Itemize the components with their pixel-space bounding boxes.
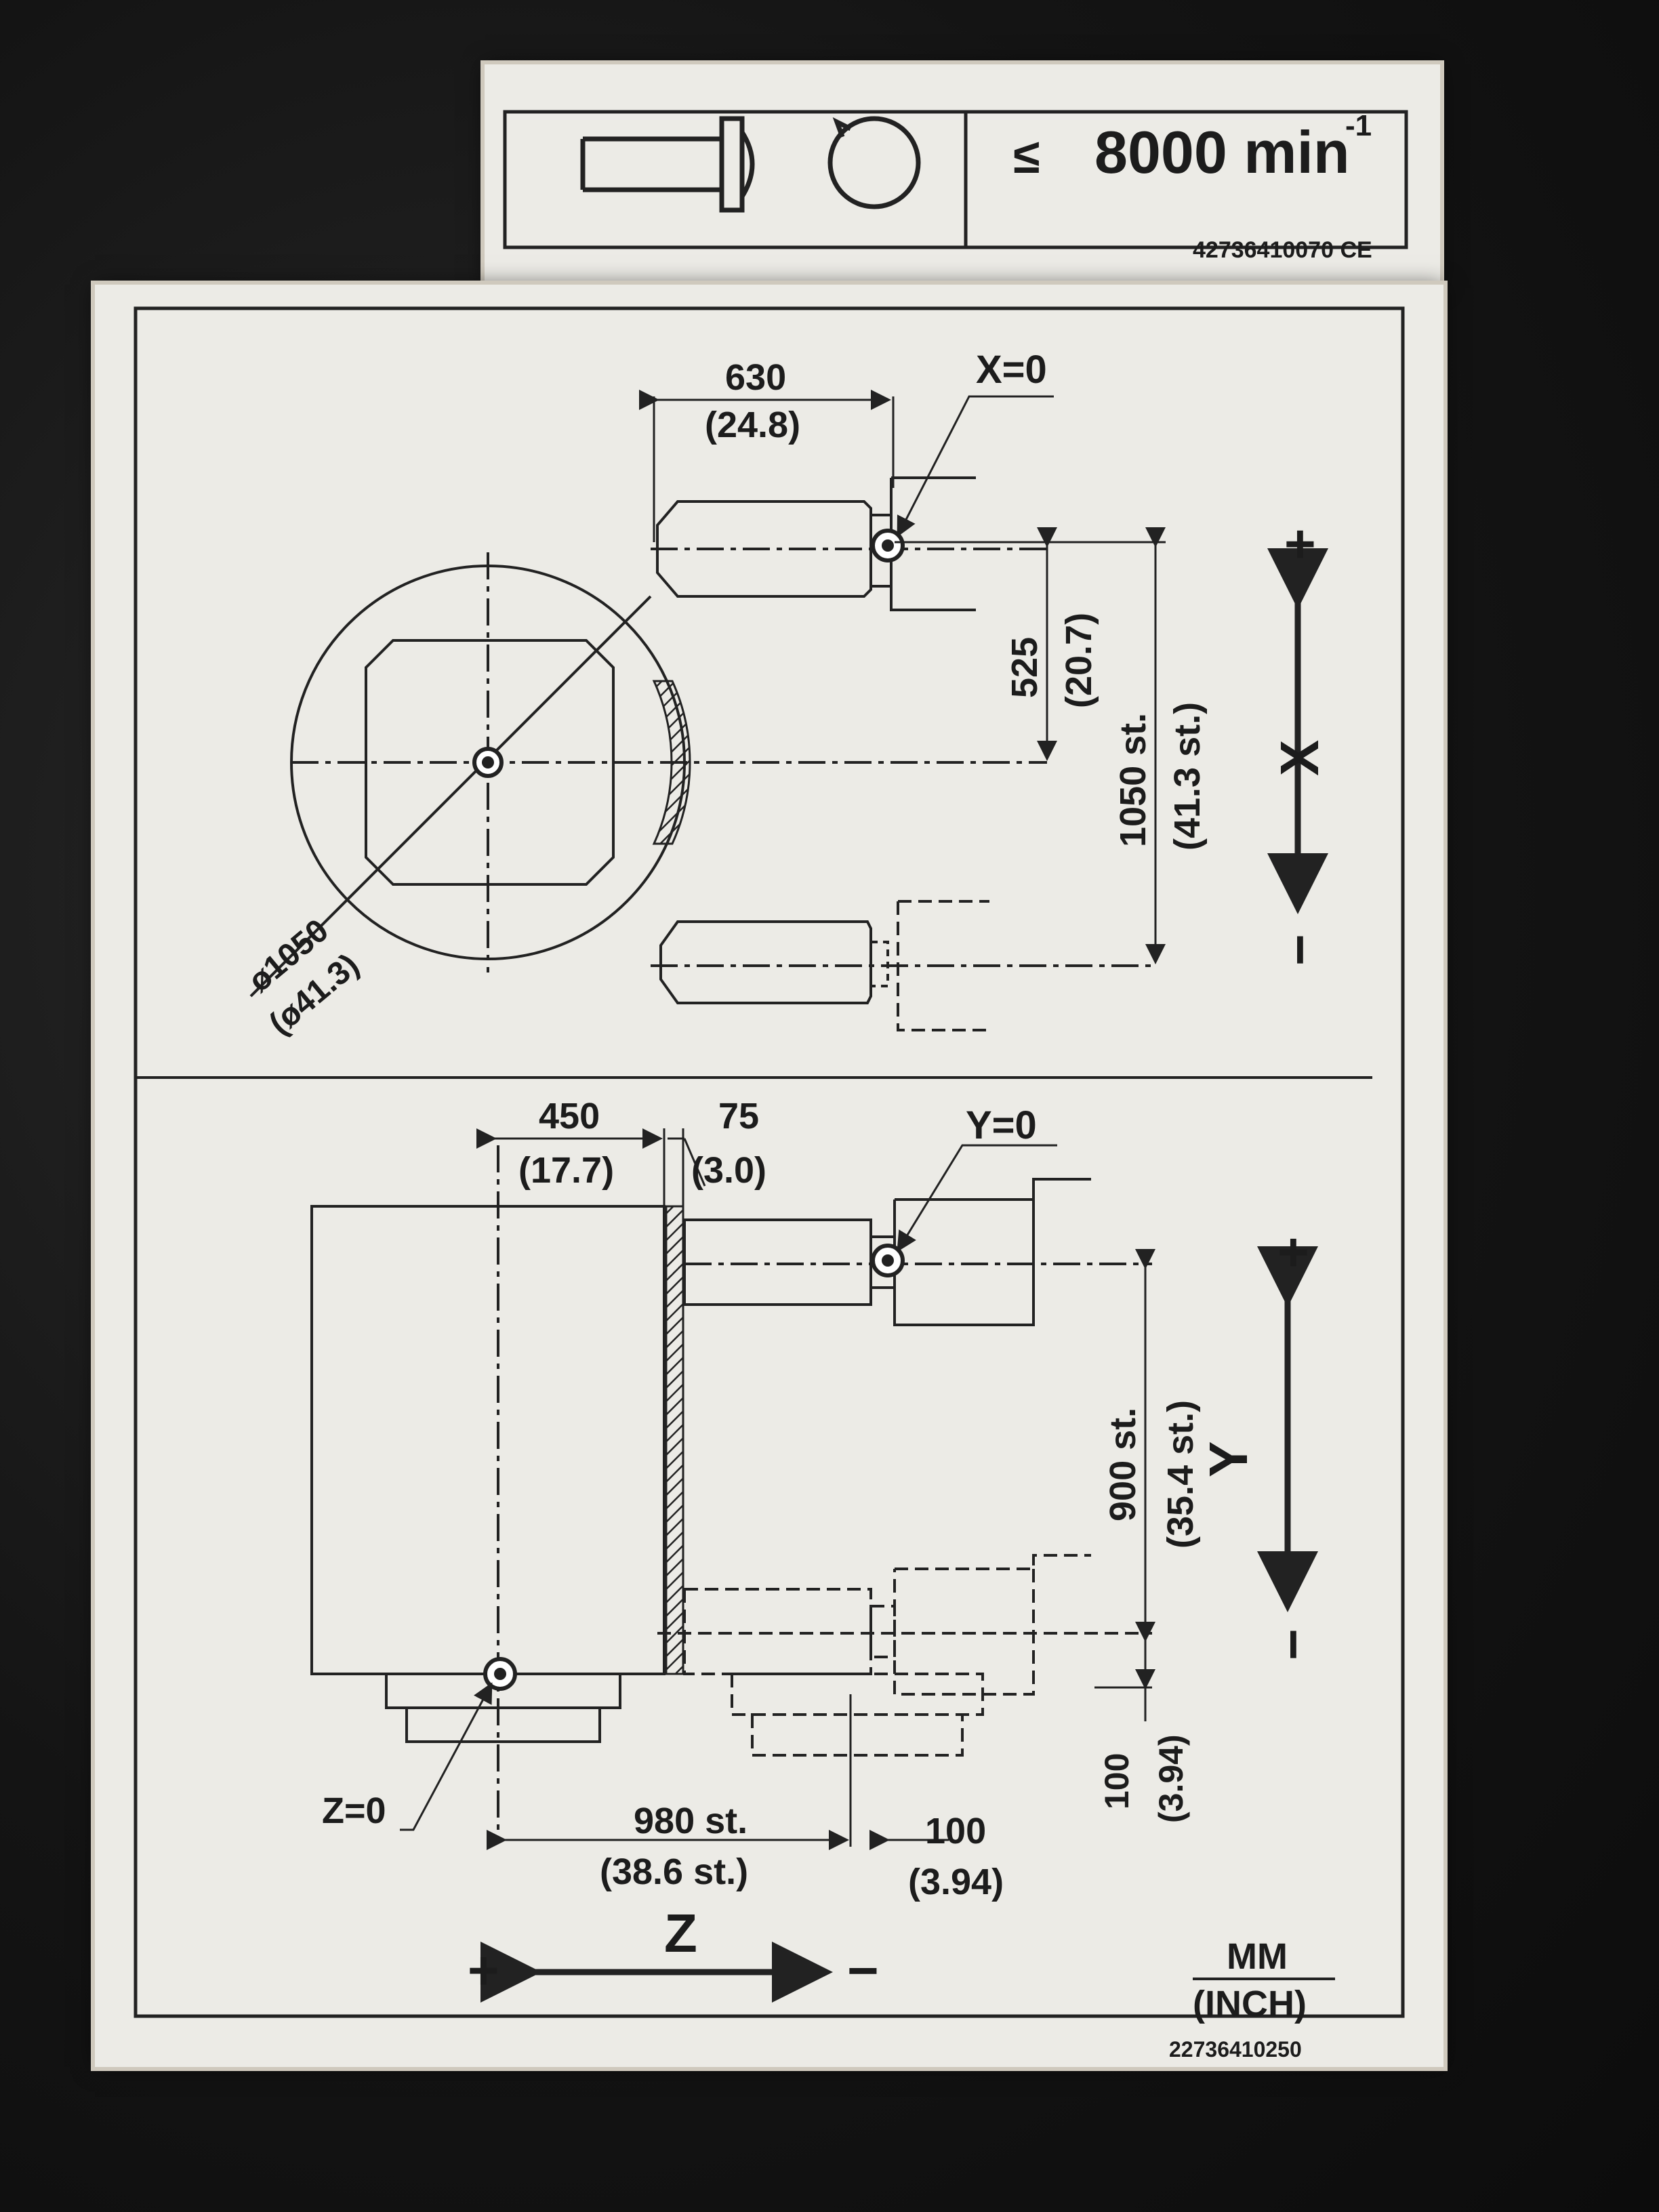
x-axis-minus: − [1269, 934, 1330, 966]
dim-75-mm: 75 [718, 1096, 759, 1136]
units-mm: MM [1227, 1936, 1288, 1977]
spindle-lower-drawing [651, 900, 1152, 1031]
tool-holder-icon [580, 116, 755, 213]
y-axis-plus: + [1277, 1222, 1309, 1282]
dim-x-stroke-lines [895, 527, 1166, 964]
travel-label-frame [134, 306, 1405, 2018]
dim-100-horizontal-mm: 100 [925, 1811, 986, 1851]
dim-630-inch: (24.8) [705, 405, 800, 445]
y-stroke-mm: 900 st. [1103, 1408, 1143, 1521]
speed-value: 8000 min [1094, 119, 1350, 186]
rotation-icon [827, 116, 921, 209]
speed-label-part-number: 42736410070 CE [1193, 237, 1372, 263]
spindle-y-upper-drawing [683, 1178, 1152, 1326]
spindle-y-lower-drawing [657, 1554, 1152, 1757]
dim-z-stroke-lines [487, 1694, 949, 1850]
x-zero-label: X=0 [976, 348, 1047, 392]
x-stroke-mm: 1050 st. [1113, 713, 1153, 847]
y-zero-label: Y=0 [966, 1103, 1037, 1147]
z-axis-plus: + [468, 1940, 499, 2001]
spindle-speed-label [485, 64, 1440, 288]
dim-75-inch: (3.0) [691, 1150, 766, 1191]
z-stroke-inch: (38.6 st.) [600, 1851, 748, 1892]
dim-450-mm: 450 [539, 1096, 600, 1136]
z-stroke-mm: 980 st. [634, 1801, 747, 1841]
y-zero-leader [897, 1144, 1057, 1252]
dim-630-line [639, 390, 895, 542]
speed-label-frame [503, 110, 1408, 249]
x-stroke-inch: (41.3 st.) [1167, 702, 1208, 851]
y-axis-name: Y [1198, 1441, 1258, 1477]
spindle-upper-drawing [651, 476, 1047, 611]
table-edge-hatch [652, 680, 691, 845]
speed-exponent: -1 [1345, 109, 1372, 142]
dim-450-75-lines [476, 1128, 706, 1206]
z-zero-leader [400, 1682, 493, 1831]
dim-525-inch: (20.7) [1059, 613, 1099, 708]
speed-leq-symbol: ≤ [1013, 129, 1040, 184]
z-axis-minus: − [847, 1940, 879, 2001]
x-zero-leader [897, 395, 1054, 537]
dim-630-mm: 630 [725, 357, 786, 398]
z-axis-name: Z [664, 1903, 697, 1963]
units-inch: (INCH) [1193, 1984, 1307, 2024]
table-face-hatch [665, 1205, 684, 1675]
y-stroke-inch: (35.4 st.) [1160, 1400, 1201, 1549]
axis-travel-label [95, 285, 1443, 2067]
dim-y-stroke-lines [1094, 1249, 1155, 1721]
z-zero-label: Z=0 [322, 1790, 386, 1831]
y-axis-minus: − [1263, 1629, 1323, 1660]
dim-100-vertical-inch: (3.94) [1152, 1734, 1190, 1823]
x-axis-plus: + [1284, 514, 1316, 574]
dim-525-mm: 525 [1004, 637, 1045, 698]
dim-100-vertical-mm: 100 [1098, 1753, 1136, 1809]
x-axis-name: X [1269, 740, 1330, 776]
dim-100-horizontal-inch: (3.94) [908, 1862, 1004, 1902]
travel-label-part-number: 22736410250 [1169, 2037, 1302, 2062]
column-drawing [310, 1145, 665, 1843]
dim-450-inch: (17.7) [518, 1150, 614, 1191]
rotary-table-drawing [249, 552, 1047, 998]
